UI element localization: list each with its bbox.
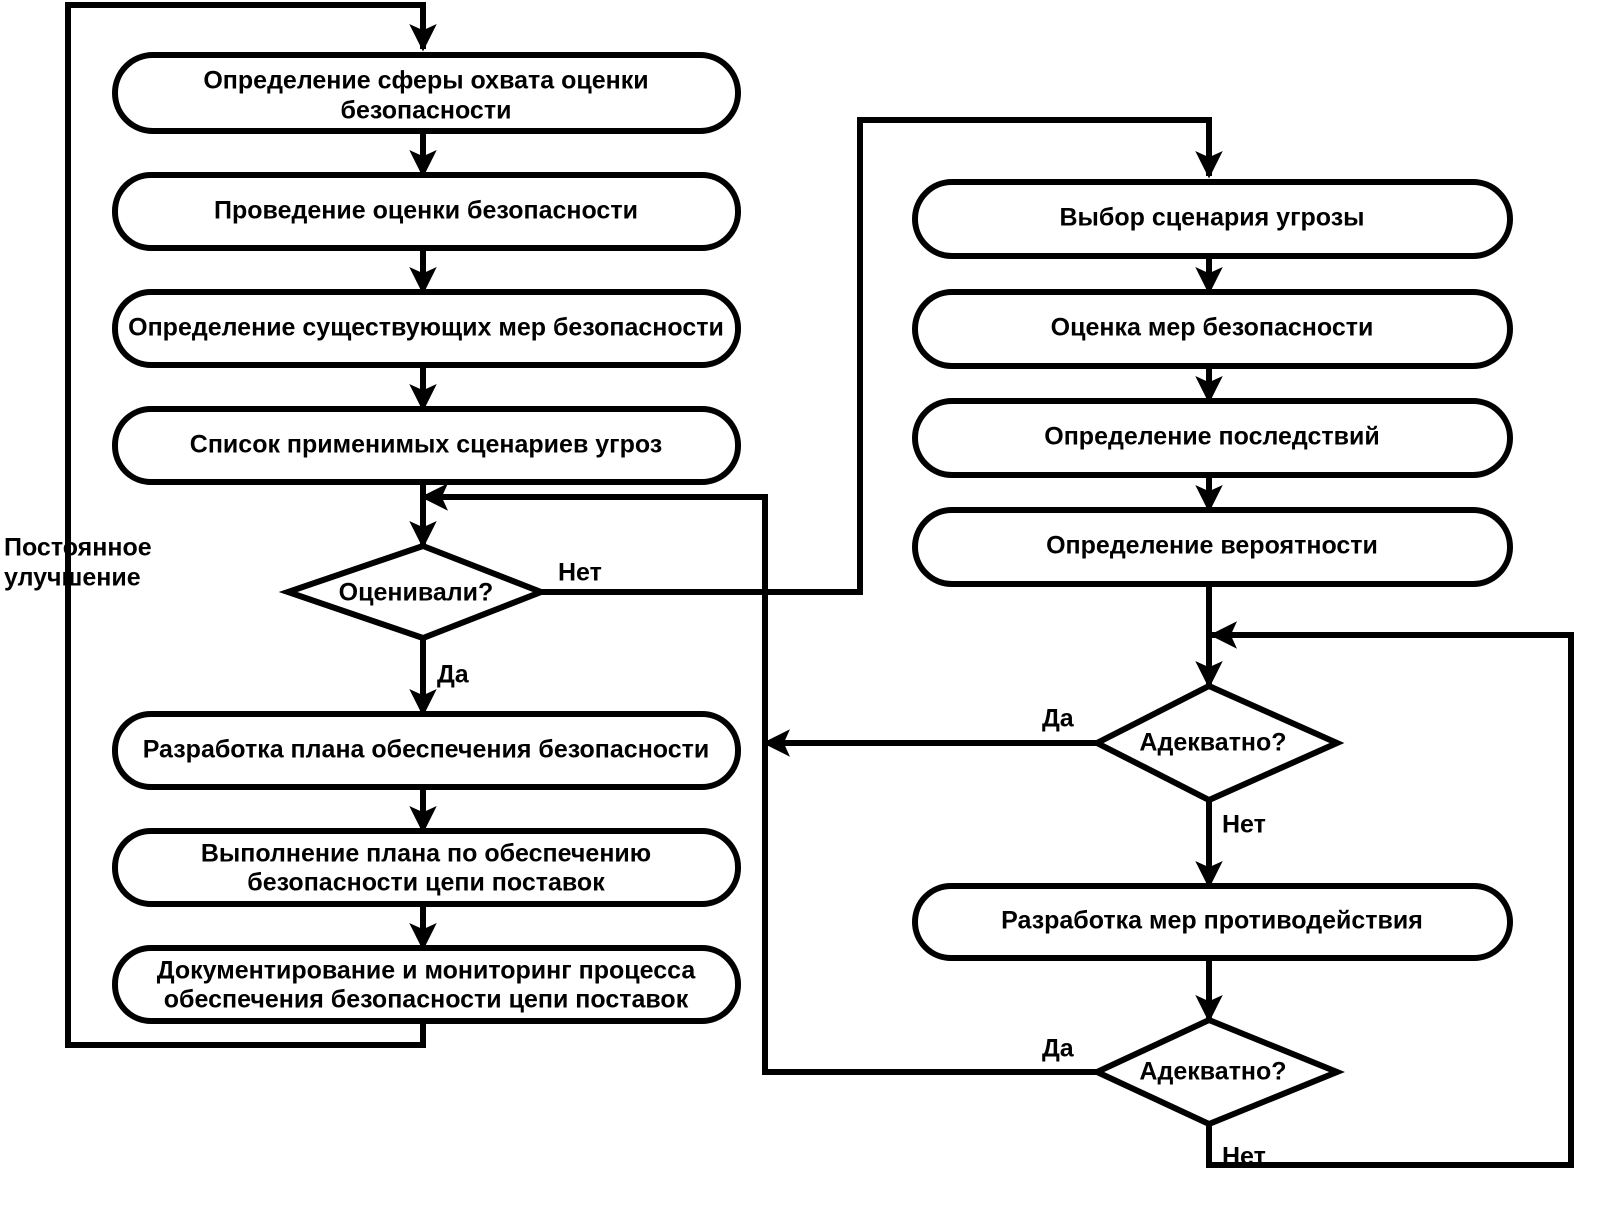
node-plan-development-label: Разработка плана обеспечения безопасност… — [143, 736, 710, 764]
edge-label-adequate2-no: Нет — [1222, 1143, 1266, 1171]
node-adequate-decision-1-shape[interactable] — [1090, 682, 1345, 804]
node-plan-execution-label-line1: Выполнение плана по обеспечению — [201, 840, 651, 868]
node-plan-development[interactable]: Разработка плана обеспечения безопасност… — [112, 711, 741, 790]
node-consequences-shape[interactable] — [912, 398, 1513, 478]
node-existing-measures-shape[interactable] — [112, 289, 741, 368]
node-conduct[interactable]: Проведение оценки безопасности — [112, 172, 741, 251]
node-scope-shape[interactable] — [112, 52, 741, 134]
node-evaluate-measures-label: Оценка мер безопасности — [1051, 314, 1374, 342]
node-existing-measures-label: Определение существующих мер безопасност… — [128, 314, 724, 342]
node-assessed-decision-label: Оценивали? — [339, 579, 494, 607]
node-threat-scenario-shape[interactable] — [912, 179, 1513, 259]
node-existing-measures[interactable]: Определение существующих мер безопасност… — [112, 289, 741, 368]
edge-label-assessed-no: Нет — [558, 559, 602, 587]
node-adequate-decision-2-label: Адекватно? — [1139, 1058, 1286, 1086]
node-scope-label-line2: безопасности — [341, 97, 512, 125]
connector-adequate2-no-return-to-adequate1 — [1206, 621, 1574, 1168]
edge-label-adequate2-yes: Да — [1042, 1035, 1075, 1063]
node-evaluate-measures[interactable]: Оценка мер безопасности — [912, 289, 1513, 369]
node-countermeasures[interactable]: Разработка мер противодействия — [912, 883, 1513, 961]
node-threat-list-shape[interactable] — [112, 406, 741, 485]
connector-assessed-no-to-scenario — [540, 117, 1223, 595]
edge-label-assessed-yes: Да — [437, 661, 470, 689]
node-plan-execution-shape[interactable] — [112, 828, 741, 907]
node-adequate-decision-2[interactable]: Адекватно? — [1089, 1016, 1345, 1128]
node-countermeasures-label: Разработка мер противодействия — [1001, 907, 1423, 935]
node-threat-list-label: Список применимых сценариев угроз — [190, 431, 662, 459]
node-scope[interactable]: Определение сферы охвата оценки безопасн… — [112, 52, 741, 134]
node-probability[interactable]: Определение вероятности — [912, 507, 1513, 587]
node-documentation-monitoring[interactable]: Документирование и мониторинг процесса о… — [112, 945, 741, 1024]
node-consequences[interactable]: Определение последствий — [912, 398, 1513, 478]
node-scope-label-line1: Определение сферы охвата оценки — [203, 67, 648, 95]
node-documentation-monitoring-label-line2: обеспечения безопасности цепи поставок — [164, 986, 689, 1014]
node-consequences-label: Определение последствий — [1044, 423, 1379, 451]
node-plan-execution-label-line2: безопасности цепи поставок — [247, 869, 605, 897]
node-countermeasures-shape[interactable] — [912, 883, 1513, 961]
side-note-line2: улучшение — [4, 564, 141, 592]
side-note-line1: Постоянное — [4, 534, 152, 562]
node-conduct-label: Проведение оценки безопасности — [214, 197, 638, 225]
connector-adequate2-yes-to-junction — [762, 745, 1100, 1075]
node-threat-scenario[interactable]: Выбор сценария угрозы — [912, 179, 1513, 259]
node-adequate-decision-2-shape[interactable] — [1089, 1016, 1345, 1128]
node-assessed-decision[interactable]: Оценивали? — [278, 542, 550, 642]
node-documentation-monitoring-label-line1: Документирование и мониторинг процесса — [157, 957, 697, 985]
node-plan-execution[interactable]: Выполнение плана по обеспечению безопасн… — [112, 828, 741, 907]
node-threat-list[interactable]: Список применимых сценариев угроз — [112, 406, 741, 485]
node-assessed-decision-shape[interactable] — [278, 542, 550, 642]
node-evaluate-measures-shape[interactable] — [912, 289, 1513, 369]
node-threat-scenario-label: Выбор сценария угрозы — [1060, 204, 1365, 232]
node-probability-label: Определение вероятности — [1046, 532, 1378, 560]
connector-continuous-improvement-return — [65, 2, 437, 1048]
node-plan-development-shape[interactable] — [112, 711, 741, 790]
edge-label-adequate1-yes: Да — [1042, 705, 1075, 733]
edge-label-adequate1-no: Нет — [1222, 811, 1266, 839]
node-adequate-decision-1[interactable]: Адекватно? — [1090, 682, 1345, 804]
node-documentation-monitoring-shape[interactable] — [112, 945, 741, 1024]
node-adequate-decision-1-label: Адекватно? — [1139, 729, 1286, 757]
node-conduct-shape[interactable] — [112, 172, 741, 251]
node-probability-shape[interactable] — [912, 507, 1513, 587]
